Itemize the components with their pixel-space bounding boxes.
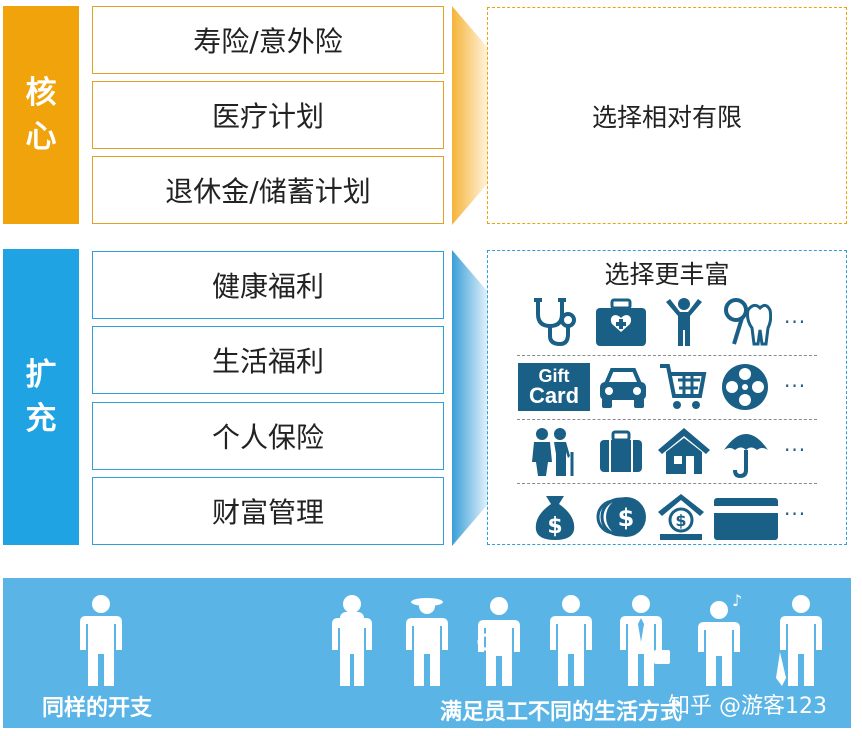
first-aid-kit-icon — [596, 298, 646, 346]
employee-person-icon — [80, 595, 122, 686]
money-bag-icon: $ — [535, 496, 575, 540]
extended-arrow — [452, 250, 488, 546]
credit-card-icon — [714, 498, 778, 540]
svg-text:$: $ — [547, 514, 562, 539]
ext-item-wealth: 财富管理 — [92, 477, 444, 545]
core-item-medical-plan: 医疗计划 — [92, 81, 444, 149]
extended-panel-title: 选择更丰富 — [604, 260, 730, 289]
farmer-person-icon — [406, 598, 448, 686]
umbrella-person-icon — [776, 595, 822, 686]
extended-label: 扩充 — [3, 249, 79, 545]
briefcase-icon — [600, 430, 642, 472]
coins-icon: $ — [596, 497, 646, 537]
stethoscope-icon — [534, 298, 576, 347]
extended-panel: 选择更丰富 — [487, 250, 847, 545]
car-icon — [600, 368, 646, 408]
more-indicator: ··· — [784, 374, 807, 398]
core-label: 核心 — [3, 6, 79, 224]
core-panel: 选择相对有限 — [487, 7, 847, 224]
fitness-person-icon — [666, 298, 702, 346]
student-person-icon — [477, 597, 520, 686]
svg-text:$: $ — [675, 511, 686, 530]
icon-row-divider — [517, 483, 817, 484]
bank-icon: $ — [658, 494, 704, 540]
ext-item-life: 生活福利 — [92, 326, 444, 394]
icon-row-divider — [517, 355, 817, 356]
hiker-person-icon — [332, 595, 372, 686]
watermark: 知乎 @游客123 — [668, 694, 827, 719]
dental-icon — [724, 298, 772, 346]
svg-text:$: $ — [618, 504, 635, 532]
more-indicator: ··· — [784, 310, 807, 334]
bottom-left-label: 同样的开支 — [42, 696, 153, 721]
businessman-person-icon — [620, 595, 670, 686]
gift-card-icon: Gift Card — [518, 363, 590, 411]
house-icon — [658, 428, 710, 474]
bottom-right-label: 满足员工不同的生活方式 — [440, 700, 683, 725]
ext-item-personal-insurance: 个人保险 — [92, 402, 444, 470]
film-reel-icon — [722, 364, 768, 410]
more-indicator: ··· — [784, 502, 807, 526]
core-panel-text: 选择相对有限 — [591, 102, 742, 132]
elderly-couple-icon — [532, 428, 574, 476]
person-icon — [550, 595, 592, 686]
core-item-retirement: 退休金/储蓄计划 — [92, 156, 444, 224]
core-arrow — [452, 6, 488, 225]
svg-text:♪: ♪ — [732, 591, 742, 610]
shopping-cart-icon — [660, 364, 707, 409]
umbrella-icon — [724, 434, 768, 478]
more-indicator: ··· — [784, 438, 807, 462]
core-item-life-insurance: 寿险/意外险 — [92, 6, 444, 74]
music-listener-person-icon: ♪ — [698, 591, 742, 686]
icon-row-divider — [517, 419, 817, 420]
ext-item-health: 健康福利 — [92, 251, 444, 319]
